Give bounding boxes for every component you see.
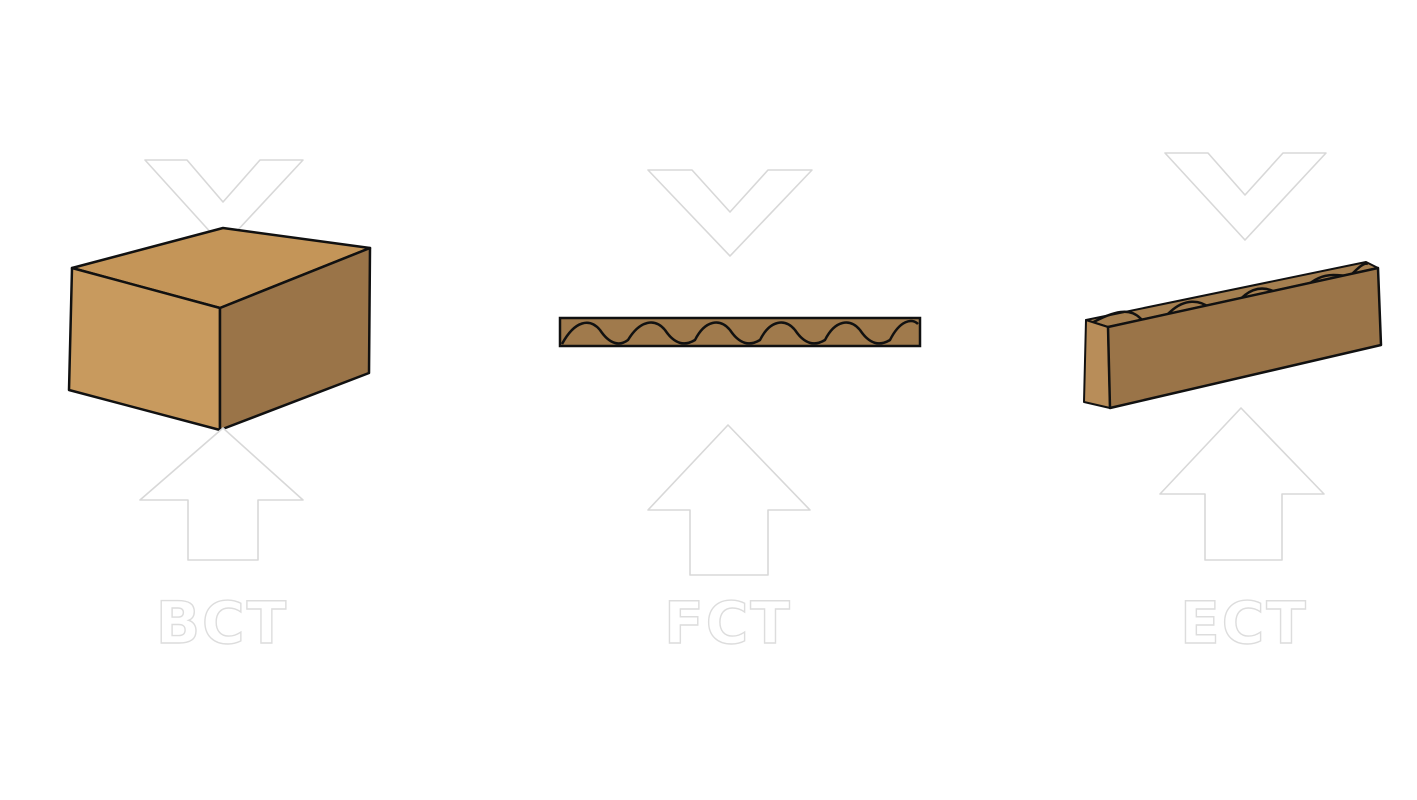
edge-crush-test-group (1083, 152, 1383, 561)
fct-label: FCT (663, 589, 792, 657)
bct-label: BCT (155, 589, 289, 657)
box-compression-test-group (67, 159, 372, 561)
bct-bottom-arrow-icon (139, 427, 304, 561)
edge-board-end (1083, 319, 1111, 409)
flat-crush-test-group (558, 169, 922, 576)
ect-bottom-arrow-icon (1159, 407, 1325, 561)
edge-board-face (1106, 266, 1383, 410)
ect-top-arrow-icon (1164, 152, 1327, 241)
fct-top-arrow-icon (647, 169, 813, 257)
flat-board-flute (560, 319, 919, 345)
box-side-face (218, 246, 372, 432)
fct-bottom-arrow-icon (647, 424, 811, 576)
ect-label: ECT (1179, 589, 1308, 657)
